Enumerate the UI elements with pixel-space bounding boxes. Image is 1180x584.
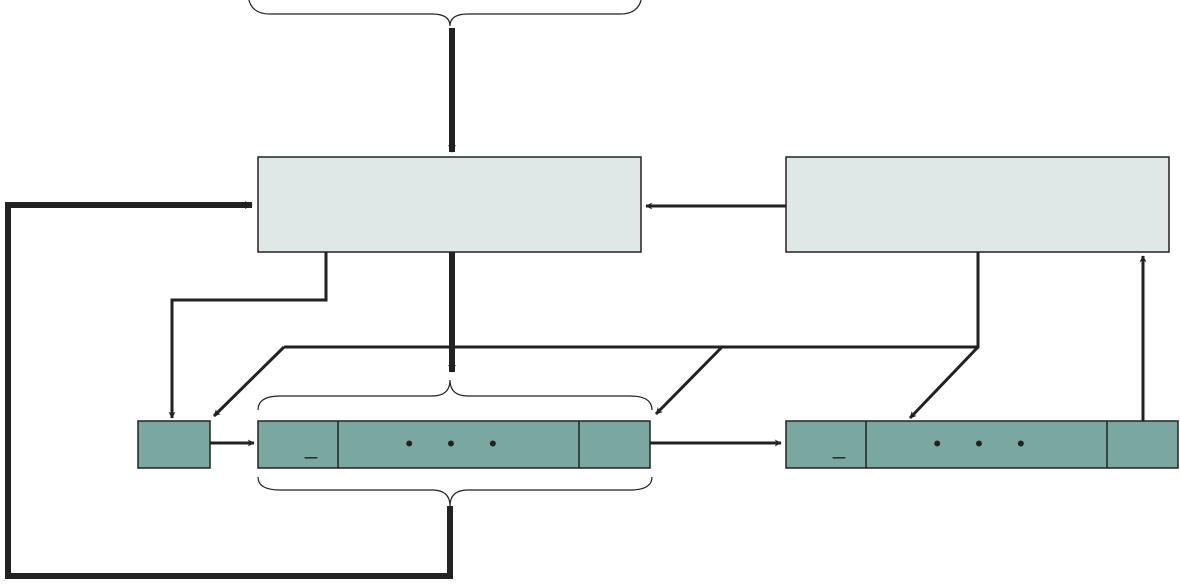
right-register bbox=[785, 420, 1179, 469]
feedback-block bbox=[785, 156, 1170, 253]
small-register bbox=[137, 420, 211, 469]
right-register-first-cell: _ bbox=[832, 434, 846, 459]
register-bottom-brace bbox=[257, 476, 653, 507]
feedback-loop bbox=[5, 201, 453, 579]
top-brace bbox=[248, 0, 642, 27]
left-register-middle-cell: • • • bbox=[405, 431, 510, 456]
right-register-middle-cell: • • • bbox=[933, 431, 1038, 456]
bus-line bbox=[284, 252, 980, 349]
left-register bbox=[257, 420, 651, 469]
bus-to-left-register-arrow bbox=[654, 345, 724, 416]
bus-to-small-box-arrow bbox=[212, 345, 286, 418]
left-register-first-cell: _ bbox=[304, 434, 318, 459]
register-top-brace bbox=[257, 379, 653, 411]
main-to-small-box-arrow bbox=[168, 252, 328, 419]
bus-to-right-register-arrow bbox=[908, 345, 980, 420]
main-block bbox=[257, 156, 642, 253]
